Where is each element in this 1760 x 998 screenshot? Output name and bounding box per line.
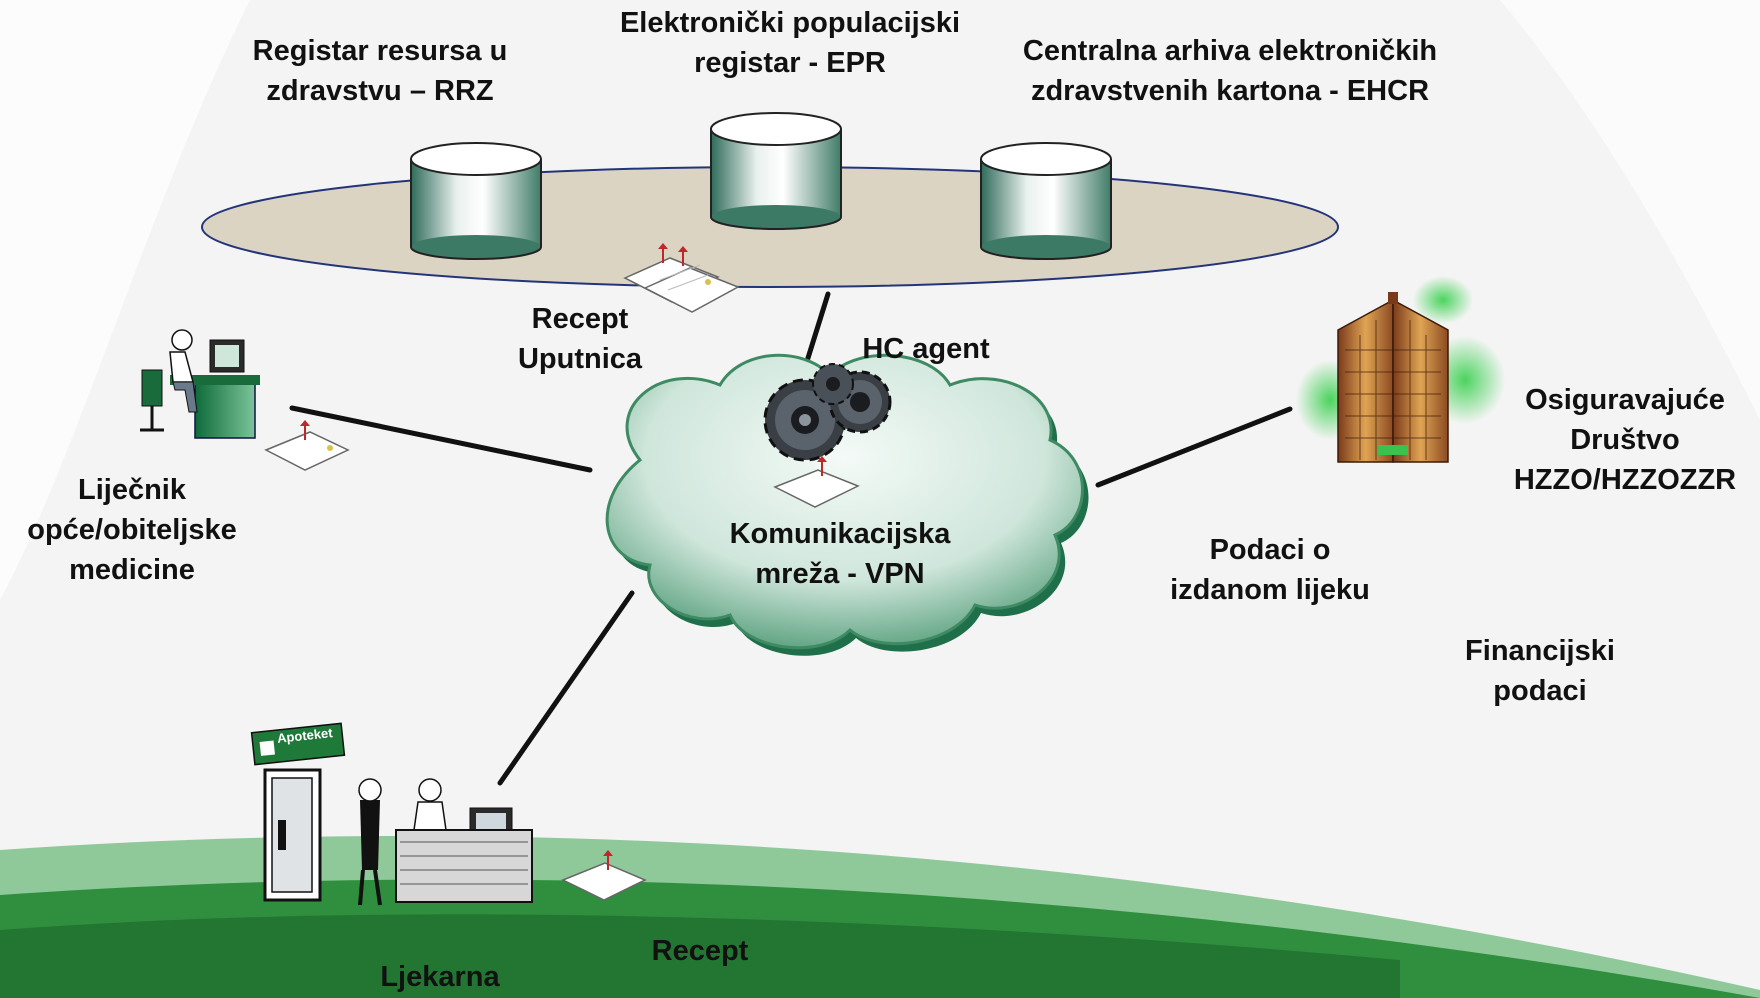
insurer-building-icon: [1296, 276, 1505, 463]
pharmacy-document-icon: [561, 850, 647, 901]
register-label-ehcr: Centralna arhiva elektroničkih zdravstve…: [1022, 35, 1438, 107]
line-insurer-to-network: [1095, 406, 1293, 488]
pharmacy-icon: [250, 722, 533, 906]
line-pharmacy-to-network: [497, 590, 635, 786]
doctor-icon: [140, 329, 260, 439]
connection-lines: [289, 291, 1293, 786]
gears-icon: [763, 363, 892, 462]
database-cylinder-ehcr: [980, 142, 1112, 260]
doctor-label: Liječnik opće/obiteljske medicine: [27, 474, 237, 586]
dispensed-drug-label: Podaci o izdanom lijeku: [1170, 534, 1370, 606]
prescription-documents-icon: [623, 243, 740, 313]
hc-agent-label: HC agent: [862, 333, 990, 365]
register-label-rrz: Registar resursa u zdravstvu – RRZ: [252, 35, 508, 107]
insurer-label: Osiguravajuće Društvo HZZO/HZZOZZR: [1513, 384, 1737, 496]
document-in-cloud-icon: [773, 456, 860, 508]
pharmacy-label: Ljekarna: [380, 961, 500, 993]
pharmacy-recept-label: Recept: [651, 935, 749, 967]
network-label: Komunikacijska mreža - VPN: [729, 518, 951, 590]
database-cylinder-rrz: [410, 142, 542, 260]
line-doctor-to-network: [289, 405, 593, 473]
financial-data-label: Financijski podaci: [1465, 635, 1615, 707]
register-label-epr: Elektronički populacijski registar - EPR: [619, 7, 961, 79]
vpn-cloud: [605, 353, 1089, 656]
database-cylinder-epr: [710, 112, 842, 230]
doctor-document-icon: [264, 420, 350, 471]
recept-uputnica-label: Recept Uputnica: [517, 303, 643, 375]
